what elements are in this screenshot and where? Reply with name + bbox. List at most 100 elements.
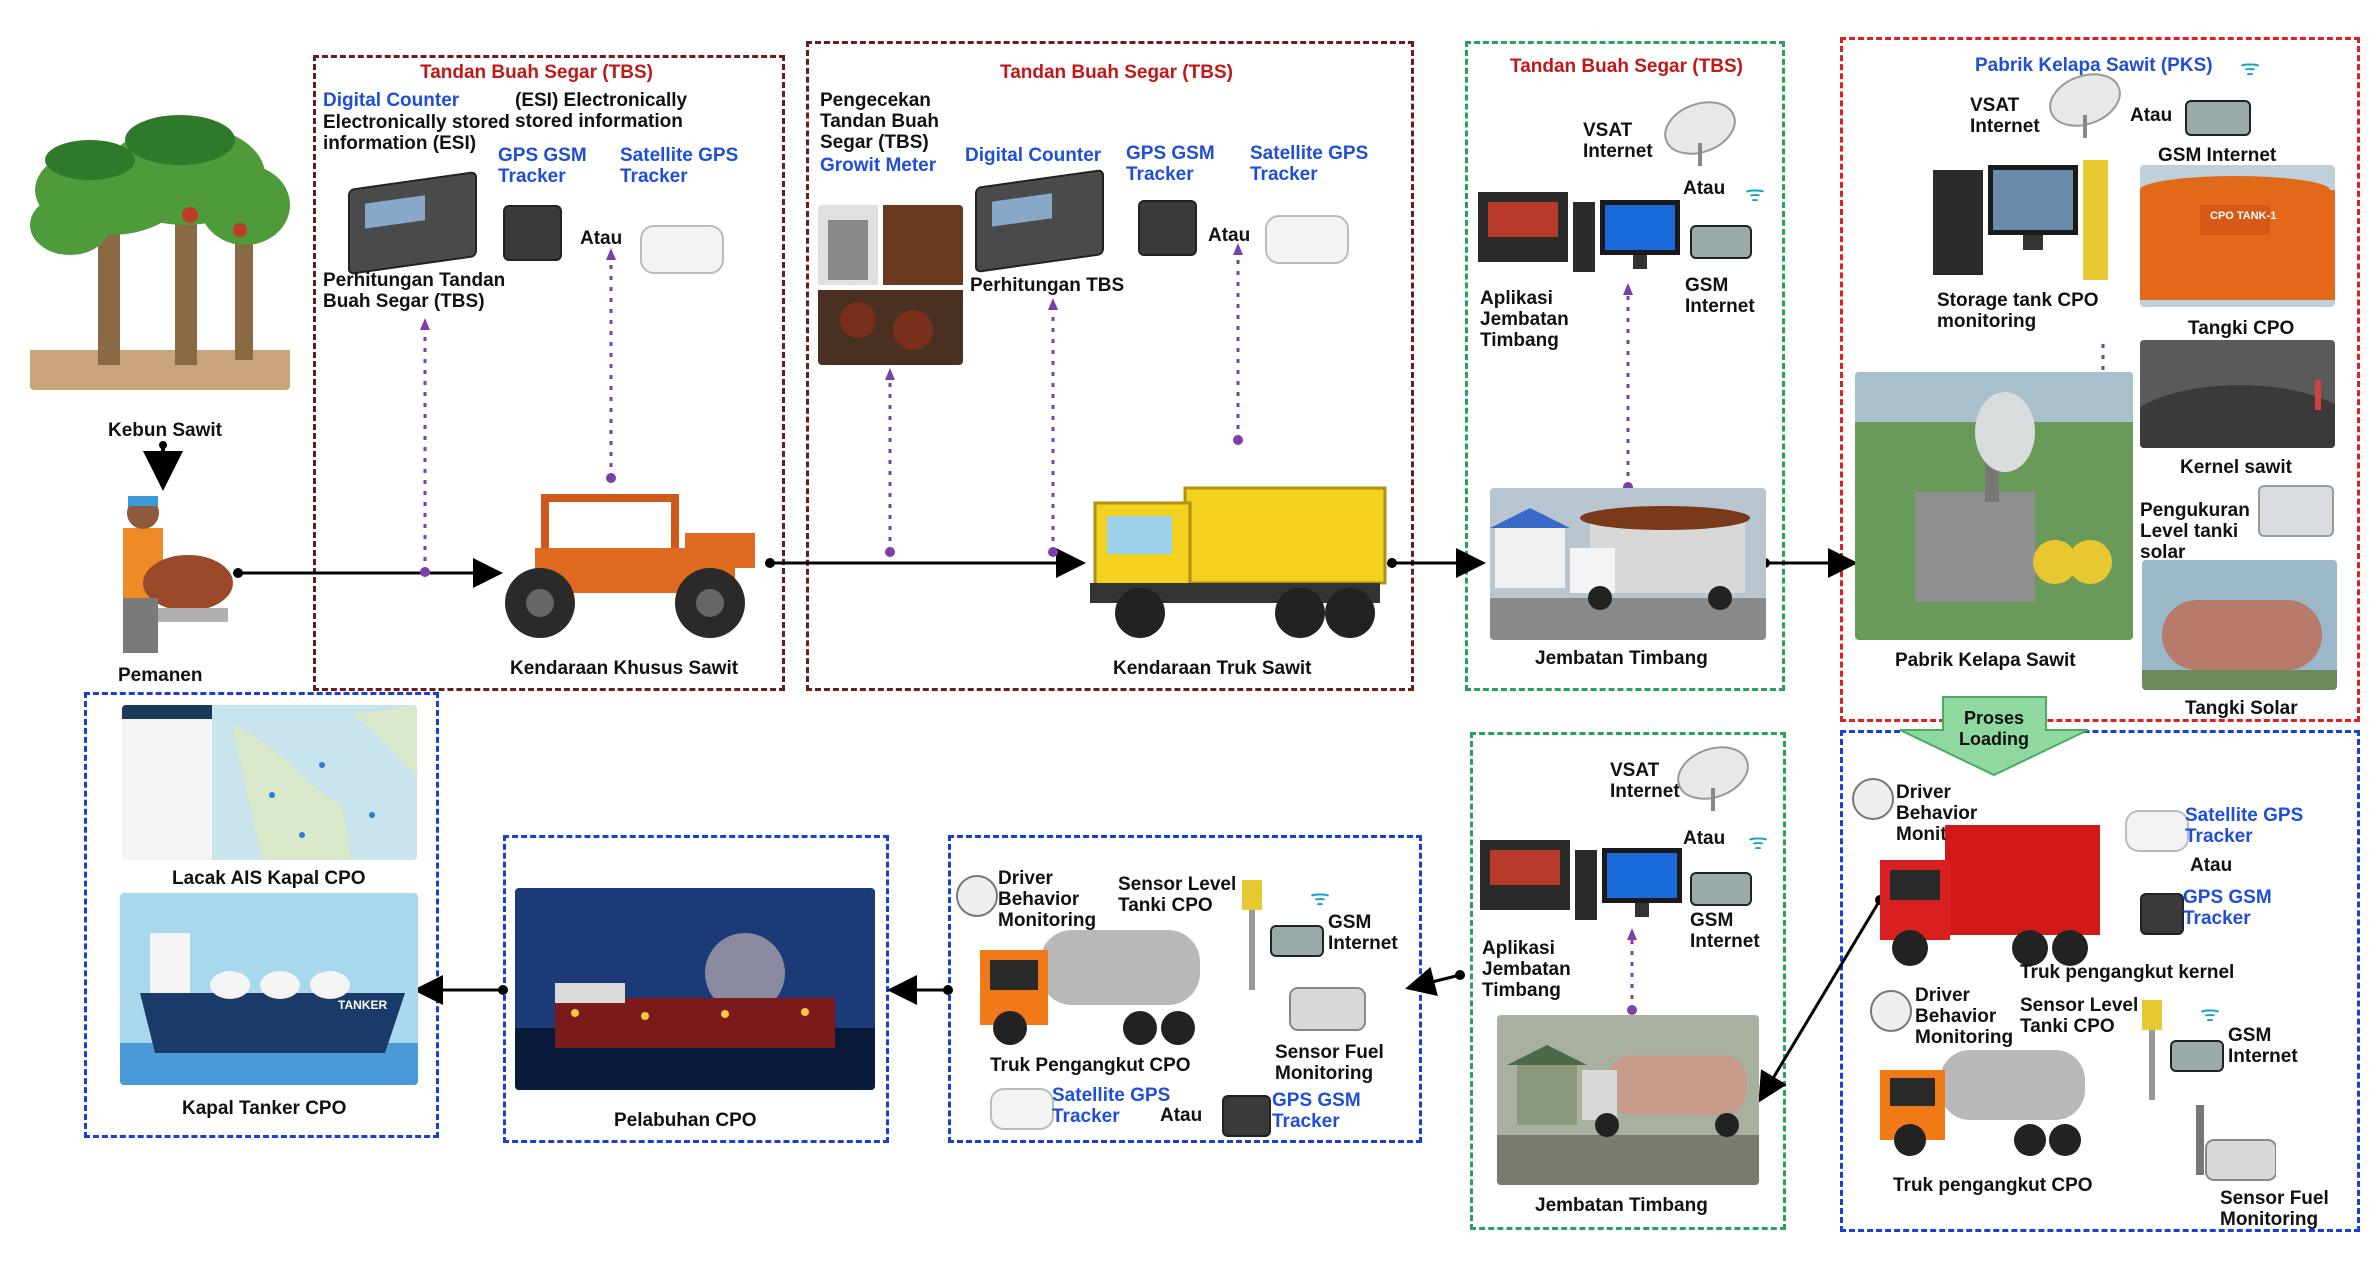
section7-atau-label: Atau: [1160, 1105, 1203, 1126]
section7-driver-label: Driver Behavior Monitoring: [998, 868, 1097, 931]
section3-gsm-label: GSM Internet: [1685, 275, 1755, 317]
gsm-modem-icon-2: [2185, 100, 2251, 136]
section-box-transport: [1840, 730, 2360, 1232]
pemanen-label: Pemanen: [118, 665, 203, 686]
digital-counter-device-2: [975, 168, 1104, 274]
computer-icon-2: [1480, 840, 1690, 925]
wifi-icon-1: ᯤ: [1745, 181, 1766, 206]
level-sensor-icon-1: [2138, 1000, 2166, 1100]
section2-vehicle-label: Kendaraan Truk Sawit: [1113, 658, 1312, 679]
section4-title: Pabrik Kelapa Sawit (PKS): [1975, 55, 2213, 76]
section3-vsat-label: VSAT Internet: [1583, 120, 1653, 162]
section2-pengecekan-label: Pengecekan Tandan Buah Segar (TBS): [820, 90, 939, 153]
section6-jembatan-label: Jembatan Timbang: [1535, 1195, 1708, 1216]
section7-gsm-label: GSM Internet: [1328, 912, 1398, 954]
driver-camera-icon-2: [1870, 990, 1912, 1032]
section1-perhitungan-label: Perhitungan Tandan Buah Segar (TBS): [323, 270, 506, 312]
section7-sensor-fuel-label: Sensor Fuel Monitoring: [1275, 1042, 1384, 1084]
fuel-sensor-icon-2: [1280, 968, 1370, 1038]
fuel-sensor-icon-1: [2196, 1105, 2277, 1185]
section2-perhitungan-label: Perhitungan TBS: [970, 275, 1125, 296]
pelabuhan-label: Pelabuhan CPO: [614, 1110, 757, 1131]
jembatan-timbang-image-1: [1490, 488, 1766, 640]
wifi-icon-3: ᯤ: [2200, 1001, 2221, 1026]
digital-counter-device-1: [348, 170, 477, 276]
tanker-hull-text: TANKER: [338, 998, 388, 1012]
computer-icon-1: [1478, 192, 1688, 277]
section4-pabrik-label: Pabrik Kelapa Sawit: [1895, 650, 2076, 671]
tangki-solar-image: [2142, 560, 2337, 690]
section5-sensor-level-label: Sensor Level Tanki CPO: [2020, 995, 2139, 1037]
section4-tangki-solar-label: Tangki Solar: [2185, 698, 2298, 719]
vsat-dish-icon-1: [1660, 98, 1745, 168]
jembatan-timbang-image-2: [1497, 1015, 1759, 1185]
kernel-sawit-image: [2140, 340, 2335, 448]
section6-atau-label: Atau: [1683, 828, 1726, 849]
satellite-gps-tracker-device-2: [1265, 215, 1349, 264]
satellite-gps-tracker-device-1: [640, 225, 724, 274]
tank-sign-text: CPO TANK-1: [2210, 210, 2277, 222]
section2-atau-label: Atau: [1208, 225, 1251, 246]
pabrik-kelapa-sawit-image: [1855, 372, 2133, 640]
section3-aplikasi-label: Aplikasi Jembatan Timbang: [1480, 288, 1569, 351]
section1-esi-left-label: Electronically stored information (ESI): [323, 112, 510, 154]
section2-gps-gsm-label: GPS GSM Tracker: [1126, 143, 1215, 185]
section-box-harvest-vehicle: [313, 55, 785, 691]
gsm-modem-icon-1: [1690, 225, 1752, 259]
palm-plantation-image: [30, 80, 290, 390]
section-box-weighbridge-1: [1465, 41, 1785, 691]
vsat-dish-icon-3: [1673, 743, 1758, 813]
section2-growit-label: Growit Meter: [820, 155, 937, 176]
section7-sensor-level-label: Sensor Level Tanki CPO: [1118, 874, 1237, 916]
section5-driver2-label: Driver Behavior Monitoring: [1915, 985, 2014, 1048]
section7-truk-label: Truk Pengangkut CPO: [990, 1055, 1191, 1076]
kebun-sawit-label: Kebun Sawit: [108, 420, 223, 441]
section1-digital-counter-label: Digital Counter: [323, 90, 460, 111]
vsat-dish-icon-2: [2045, 70, 2130, 140]
gps-gsm-tracker-device-3: [2140, 893, 2184, 935]
section4-pengukuran-label: Pengukuran Level tanki solar: [2140, 500, 2250, 563]
kapal-tanker-image: TANKER: [120, 893, 418, 1085]
section5-truk-cpo-label: Truk pengangkut CPO: [1893, 1175, 2093, 1196]
section-box-truck: [806, 41, 1414, 691]
section6-aplikasi-label: Aplikasi Jembatan Timbang: [1482, 938, 1571, 1001]
section5-gps-gsm-label: GPS GSM Tracker: [2183, 887, 2272, 929]
growit-meter-image: [818, 205, 963, 365]
section4-gsm-label: GSM Internet: [2158, 145, 2277, 166]
section1-satellite-gps-label: Satellite GPS Tracker: [620, 145, 739, 187]
section4-atau-label: Atau: [2130, 105, 2173, 126]
section1-title: Tandan Buah Segar (TBS): [420, 62, 653, 83]
section-box-mill: [1840, 37, 2360, 722]
gsm-modem-icon-4: [1690, 872, 1752, 906]
gps-gsm-tracker-device-2: [1138, 200, 1197, 256]
section3-title: Tandan Buah Segar (TBS): [1510, 56, 1743, 77]
driver-camera-icon-3: [956, 875, 998, 917]
section-box-ship: [84, 692, 439, 1138]
gsm-modem-icon-3: [2170, 1040, 2224, 1072]
section1-atau-label: Atau: [580, 228, 623, 249]
tangki-cpo-image: CPO TANK-1: [2140, 165, 2335, 307]
driver-camera-icon-1: [1852, 778, 1894, 820]
section4-tangki-cpo-label: Tangki CPO: [2188, 318, 2295, 339]
section5-gsm-label: GSM Internet: [2228, 1025, 2298, 1067]
section5-truk-kernel-label: Truk pengangkut kernel: [2020, 962, 2235, 983]
section2-digital-counter-label: Digital Counter: [965, 145, 1102, 166]
gps-gsm-tracker-device-4: [1222, 1095, 1271, 1137]
harvester-image: [98, 488, 238, 656]
kendaraan-truk-image: [1085, 468, 1390, 646]
section5-sensor-fuel-label: Sensor Fuel Monitoring: [2220, 1188, 2329, 1230]
section7-gps-gsm-label: GPS GSM Tracker: [1272, 1090, 1361, 1132]
level-sensor-icon-2: [1238, 880, 1266, 990]
section5-satellite-gps-label: Satellite GPS Tracker: [2185, 805, 2304, 847]
gsm-modem-icon-5: [1270, 925, 1324, 957]
pelabuhan-cpo-image: [515, 888, 875, 1090]
section6-gsm-label: GSM Internet: [1690, 910, 1760, 952]
section6-vsat-label: VSAT Internet: [1610, 760, 1680, 802]
section4-storage-label: Storage tank CPO monitoring: [1937, 290, 2099, 332]
section1-esi-right-label: (ESI) Electronically stored information: [515, 90, 688, 132]
section1-vehicle-label: Kendaraan Khusus Sawit: [510, 658, 739, 679]
gps-gsm-tracker-device-1: [503, 205, 562, 261]
section2-title: Tandan Buah Segar (TBS): [1000, 62, 1233, 83]
ais-tracking-map-image: [122, 705, 417, 860]
